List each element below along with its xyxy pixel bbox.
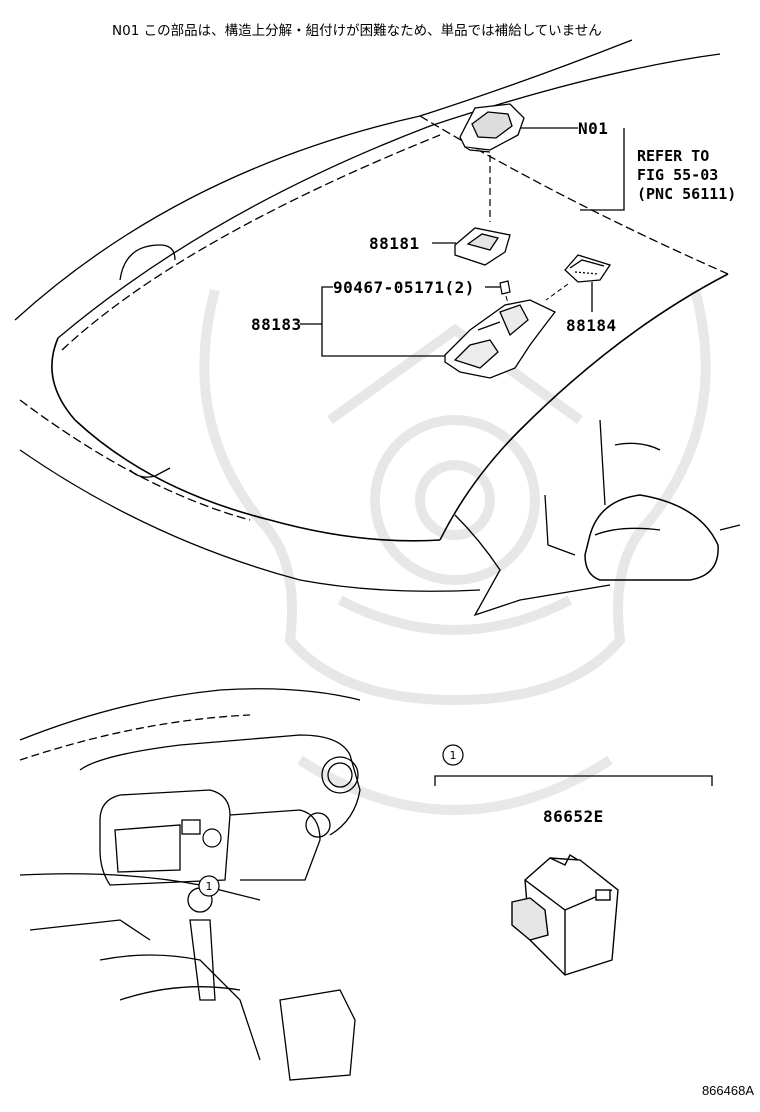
note-text: N01 この部品は、構造上分解・組付けが困難なため、単品では補給していません [112, 23, 602, 39]
part-88181-drawing [454, 227, 511, 266]
part-88183-drawing [444, 299, 557, 379]
label-90467: 90467-05171(2) [333, 278, 475, 297]
figure-number: 866468A [701, 1083, 754, 1098]
part-88184-drawing [564, 254, 612, 283]
callout-marker-main: 1 [442, 744, 464, 766]
label-n01: N01 [578, 119, 609, 138]
label-88184: 88184 [566, 316, 617, 335]
part-n01-drawing [459, 103, 525, 153]
reference-line-3: (PNC 56111) [637, 185, 737, 203]
body-outline [119, 244, 741, 617]
reference-line-1: REFER TO [637, 147, 710, 165]
windshield [14, 39, 729, 592]
callout-marker-dash: 1 [198, 828, 222, 897]
svg-text:1: 1 [450, 749, 457, 762]
label-86652e: 86652E [543, 807, 604, 826]
svg-text:1: 1 [206, 880, 213, 893]
bracket-88183 [321, 286, 445, 357]
clip-path [545, 283, 569, 301]
callout-bracket [434, 775, 713, 786]
part-90467-drawing [499, 280, 511, 295]
part-86652e-drawing [511, 853, 619, 976]
label-88183: 88183 [251, 315, 302, 334]
label-88181: 88181 [369, 234, 420, 253]
reference-note: REFER TO FIG 55-03 (PNC 56111) [637, 147, 736, 204]
dashboard-outline [19, 688, 361, 1081]
bracket-refer [580, 128, 625, 211]
reference-line-2: FIG 55-03 [637, 166, 719, 184]
watermark-logo [199, 288, 711, 815]
